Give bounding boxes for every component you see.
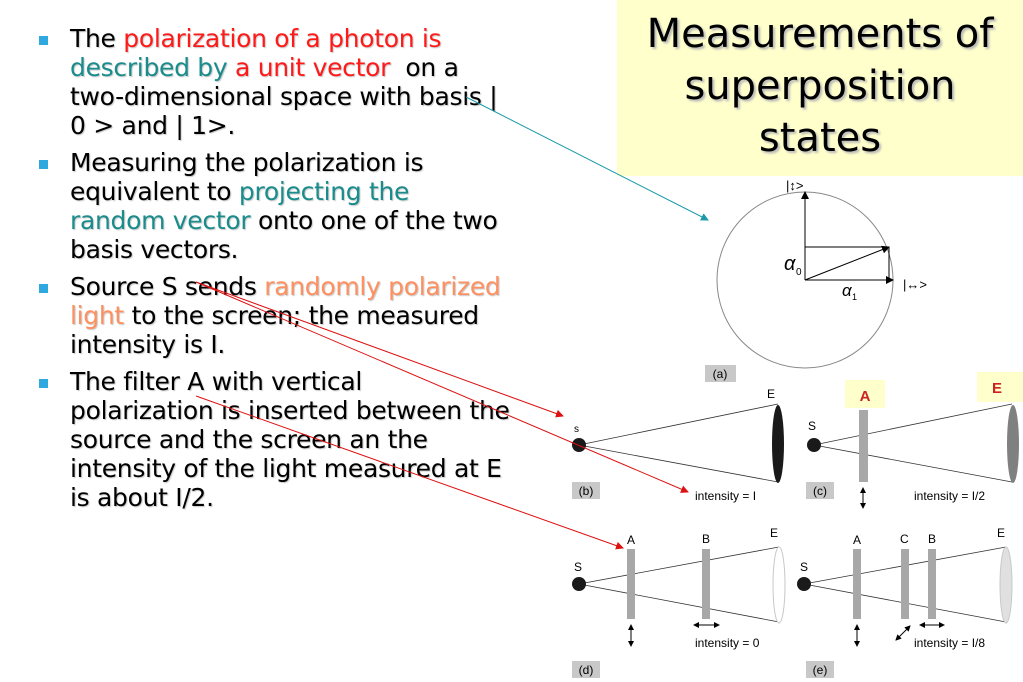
- diagonal-polarization-arrow: [895, 625, 911, 641]
- panel-b-label: (b): [579, 484, 594, 498]
- connector-arrow-source: [195, 281, 564, 418]
- panel-c: S A E intensity = I/2 (c): [806, 372, 1023, 509]
- intensity-label: intensity = I/8: [914, 636, 985, 650]
- screen-icon: [772, 405, 784, 483]
- panel-e-label-box: [806, 661, 834, 678]
- intensity-label: intensity = I: [695, 489, 756, 503]
- bullet-list: The polarization of a photon is describe…: [36, 24, 511, 520]
- panel-a-label: (a): [713, 367, 728, 381]
- source-icon: [572, 577, 586, 591]
- source-icon: [797, 577, 811, 591]
- bullet-text: to the screen; the measured intensity is…: [70, 301, 479, 359]
- bullet-square-icon: [39, 379, 48, 388]
- bullet-measuring: Measuring the polarization is equivalent…: [36, 148, 511, 264]
- light-ray: [578, 546, 780, 585]
- bullet-text: The filter A with vertical polarization …: [70, 367, 510, 512]
- bullet-text: on a two-dimensional space with basis | …: [70, 53, 498, 140]
- title-background: [617, 0, 1023, 176]
- title-line-2: superposition: [684, 63, 956, 109]
- filter-a: [627, 549, 635, 619]
- basis-vertical-label: |↕>: [786, 178, 803, 193]
- connector-arrow-screen: [195, 281, 689, 493]
- highlight-text: described by: [70, 53, 228, 82]
- screen-icon: [772, 546, 786, 624]
- panel-a-label-box: [705, 365, 736, 382]
- bullet-filter: The filter A with vertical polarization …: [36, 367, 511, 512]
- screen-label: E: [992, 380, 1002, 397]
- highlight-text: projecting the random vector: [70, 177, 410, 235]
- slide-title: Measurements of superposition states: [617, 8, 1023, 164]
- bullet-text: Source S sends: [70, 272, 265, 301]
- highlight-text: polarization of a photon is: [123, 24, 442, 53]
- panel-c-label-box: [806, 482, 834, 499]
- connector-arrow-vector: [465, 96, 709, 221]
- bullet-text: Measuring the polarization is equivalent…: [70, 148, 424, 206]
- bullet-text: The: [70, 24, 124, 53]
- source-label: s: [574, 424, 579, 435]
- highlight-text: randomly polarized light: [70, 272, 501, 330]
- panel-d-label-box: [572, 661, 600, 678]
- filter-label: A: [860, 388, 871, 405]
- alpha1-label: α: [842, 281, 853, 300]
- filter-label-background: [845, 380, 885, 408]
- intensity-label: intensity = 0: [695, 636, 760, 650]
- filter-b-label: B: [928, 532, 936, 546]
- light-ray: [813, 444, 1013, 483]
- panel-d-label: (d): [579, 663, 594, 677]
- state-vector: [804, 245, 890, 281]
- title-line-1: Measurements of: [646, 11, 994, 57]
- panel-e: S A C B E intensity = I/8 (e): [797, 526, 1013, 678]
- source-label: S: [574, 560, 582, 574]
- bullet-source: Source S sends randomly polarized light …: [36, 272, 511, 359]
- panel-b-label-box: [572, 482, 600, 499]
- light-ray: [813, 403, 1013, 446]
- bullet-square-icon: [39, 160, 48, 169]
- source-label: S: [800, 560, 808, 574]
- title-line-3: states: [758, 115, 882, 161]
- filter-b: [928, 549, 936, 619]
- screen-label: E: [770, 526, 778, 540]
- light-ray: [578, 403, 779, 446]
- connector-arrow-filter: [195, 395, 624, 550]
- screen-icon: [999, 546, 1013, 624]
- panel-c-label: (c): [813, 484, 827, 498]
- alpha1-subscript: 1: [852, 292, 857, 302]
- source-icon: [807, 438, 821, 452]
- panel-e-label: (e): [813, 663, 828, 677]
- bullet-text: onto one of the two basis vectors.: [70, 206, 498, 264]
- screen-label: E: [997, 526, 1005, 540]
- screen-icon: [1007, 405, 1019, 483]
- filter-c: [901, 549, 909, 619]
- filter-a: [859, 410, 868, 482]
- alpha0-label: α: [784, 253, 796, 275]
- alpha0-subscript: 0: [796, 267, 802, 278]
- basis-horizontal-label: |↔>: [903, 277, 927, 292]
- bullet-polarization: The polarization of a photon is describe…: [36, 24, 511, 140]
- panel-d: S A B E intensity = 0 (d): [572, 526, 786, 678]
- screen-label-background: [977, 372, 1023, 402]
- filter-a-label: A: [853, 533, 861, 547]
- light-ray: [578, 583, 780, 623]
- highlight-text: a unit vector: [235, 53, 391, 82]
- panel-a: |↕> |↔> α 0 α 1 (a): [705, 178, 927, 382]
- filter-b-label: B: [702, 532, 710, 546]
- filter-c-label: C: [900, 532, 909, 546]
- filter-a-label: A: [627, 533, 635, 547]
- source-label: S: [808, 419, 816, 433]
- filter-b: [702, 549, 710, 619]
- light-ray: [578, 444, 779, 483]
- intensity-label: intensity = I/2: [914, 489, 985, 503]
- panel-b: s E intensity = I (b): [572, 387, 784, 503]
- bullet-square-icon: [39, 284, 48, 293]
- bullet-square-icon: [39, 36, 48, 45]
- filter-a: [853, 549, 861, 619]
- screen-label: E: [767, 387, 775, 401]
